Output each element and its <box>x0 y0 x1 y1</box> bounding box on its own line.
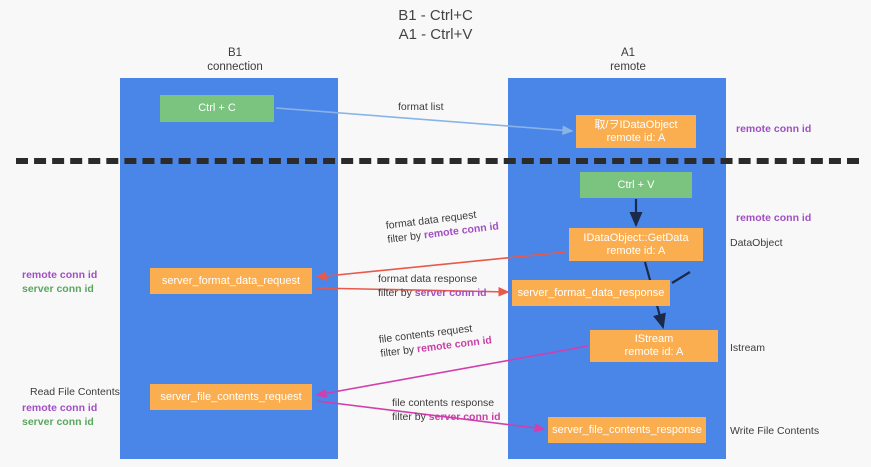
annotation-right-istream: Istream <box>730 342 766 354</box>
column-header-b1: B1 connection <box>120 46 350 74</box>
annotation-right-dataobject: DataObject <box>730 237 783 249</box>
node-istream-sub: remote id: A <box>624 346 684 358</box>
edge-label-format-data-response-text: format data response <box>378 273 478 285</box>
edge-label-format-data-response-filter: filter by server conn id <box>378 286 487 300</box>
node-server-format-data-request[interactable]: server_format_data_request <box>150 268 312 294</box>
node-server-file-contents-response-label: server_file_contents_response <box>552 423 702 436</box>
filter-prefix: filter by <box>378 287 415 299</box>
column-b1-name: B1 <box>227 47 243 59</box>
annotation-left-remote-conn-id-2: remote conn id <box>22 402 98 414</box>
title-line-1: B1 - Ctrl+C <box>398 7 473 24</box>
node-server-format-data-request-label: server_format_data_request <box>161 274 301 287</box>
node-getdata-sub: remote id: A <box>606 244 666 257</box>
filter-prefix: filter by <box>379 343 418 360</box>
annotation-left-remote-conn-id: remote conn id <box>22 269 98 281</box>
annotation-left-conn-ids: remote conn id server conn id <box>22 268 97 296</box>
node-idataobject-label: 取/ヲIDataObject <box>594 118 678 131</box>
edge-label-file-contents-response: file contents response filter by server … <box>392 396 501 424</box>
column-b1-role: connection <box>207 61 263 73</box>
edge-label-file-contents-request: file contents request filter by remote c… <box>378 319 493 360</box>
phase-divider <box>16 158 859 164</box>
node-server-format-data-response-label: server_format_data_response <box>517 286 665 299</box>
node-getdata[interactable]: IDataObject::GetData remote id: A <box>569 228 703 261</box>
title-line-2: A1 - Ctrl+V <box>398 26 473 43</box>
node-getdata-label: IDataObject::GetData <box>583 231 689 244</box>
filter-key-server-conn-id: server conn id <box>414 287 487 299</box>
node-idataobject-sub: remote id: A <box>606 131 666 144</box>
edge-label-file-contents-response-filter: filter by server conn id <box>392 410 501 424</box>
node-server-file-contents-request[interactable]: server_file_contents_request <box>150 384 312 410</box>
node-ctrl-v[interactable]: Ctrl + V <box>580 172 692 198</box>
column-a1-name: A1 <box>620 47 636 59</box>
annotation-left-read-file: Read File Contents <box>30 386 120 398</box>
edge-label-format-data-request: format data request filter by remote con… <box>385 205 500 246</box>
node-ctrl-c[interactable]: Ctrl + C <box>160 95 274 122</box>
node-server-format-data-response[interactable]: server_format_data_response <box>512 280 670 306</box>
filter-key-server-conn-id: server conn id <box>428 411 501 423</box>
column-header-a1: A1 remote <box>508 46 748 74</box>
node-ctrl-v-label: Ctrl + V <box>617 178 655 191</box>
node-idataobject[interactable]: 取/ヲIDataObject remote id: A <box>576 115 696 148</box>
diagram-title: B1 - Ctrl+C A1 - Ctrl+V <box>0 6 871 44</box>
annotation-right-top-conn: remote conn id <box>736 123 812 135</box>
column-a1-role: remote <box>610 61 646 73</box>
node-server-file-contents-request-label: server_file_contents_request <box>160 390 302 403</box>
annotation-right-mid-conn: remote conn id <box>736 212 812 224</box>
node-istream-label: IStream <box>634 333 674 345</box>
annotation-left-server-conn-id: server conn id <box>22 283 94 295</box>
filter-prefix: filter by <box>386 229 425 246</box>
edge-label-file-contents-response-text: file contents response <box>392 397 495 409</box>
node-server-file-contents-response[interactable]: server_file_contents_response <box>548 417 706 443</box>
edge-label-format-data-response: format data response filter by server co… <box>378 272 487 300</box>
annotation-right-write-file: Write File Contents <box>730 425 820 437</box>
node-istream[interactable]: IStream remote id: A <box>590 330 718 362</box>
node-ctrl-c-label: Ctrl + C <box>198 102 236 114</box>
edge-label-format-list-text: format list <box>398 101 444 113</box>
annotation-left-conn-ids-2: remote conn id server conn id <box>22 401 97 429</box>
filter-prefix: filter by <box>392 411 429 423</box>
annotation-left-server-conn-id-2: server conn id <box>22 416 94 428</box>
edge-label-format-list: format list <box>398 100 444 114</box>
